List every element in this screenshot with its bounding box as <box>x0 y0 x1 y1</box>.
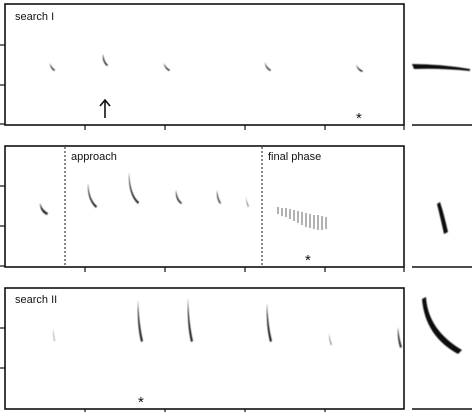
panel-approach: approach final phase * <box>0 145 472 272</box>
side-inset-3 <box>412 297 472 410</box>
inset-call <box>422 297 462 354</box>
asterisk-marker: * <box>138 394 144 411</box>
call-mark <box>164 63 170 71</box>
call-mark <box>53 328 55 341</box>
y-ticks <box>0 44 5 125</box>
call-mark <box>356 64 363 72</box>
call-mark <box>187 298 193 342</box>
call-mark <box>397 327 402 348</box>
call-mark <box>175 190 182 204</box>
call-mark <box>128 172 139 204</box>
call-mark <box>50 63 55 71</box>
call-mark <box>40 203 48 215</box>
section-label-approach: approach <box>71 151 117 163</box>
calls <box>50 54 363 72</box>
panel-frame <box>4 287 405 410</box>
y-ticks <box>0 327 5 369</box>
section-label-final-phase: final phase <box>268 151 321 163</box>
call-mark <box>266 303 272 342</box>
side-inset-2 <box>412 202 472 268</box>
call-mark <box>87 183 97 208</box>
call-mark <box>102 54 108 66</box>
call-mark <box>216 190 221 204</box>
panel-frame <box>4 145 405 268</box>
call-mark <box>265 62 271 71</box>
calls <box>40 172 249 215</box>
asterisk-marker: * <box>356 110 362 127</box>
call-mark <box>246 197 249 207</box>
inset-call <box>437 202 448 234</box>
y-ticks <box>0 185 5 267</box>
x-ticks <box>84 267 405 272</box>
asterisk-marker: * <box>305 252 311 269</box>
panel-search-1: search I * <box>0 3 472 130</box>
panel-search-2: search II * <box>0 287 472 412</box>
x-ticks <box>84 125 405 130</box>
call-mark <box>137 300 143 342</box>
side-inset-1 <box>412 64 472 126</box>
call-mark <box>329 333 332 345</box>
buzz-calls <box>277 207 327 230</box>
up-arrow-icon <box>99 98 111 118</box>
inset-call <box>412 64 470 71</box>
panel-title: search II <box>15 294 57 306</box>
panel-frame <box>4 3 405 126</box>
calls <box>53 298 402 348</box>
panel-title: search I <box>15 11 54 23</box>
